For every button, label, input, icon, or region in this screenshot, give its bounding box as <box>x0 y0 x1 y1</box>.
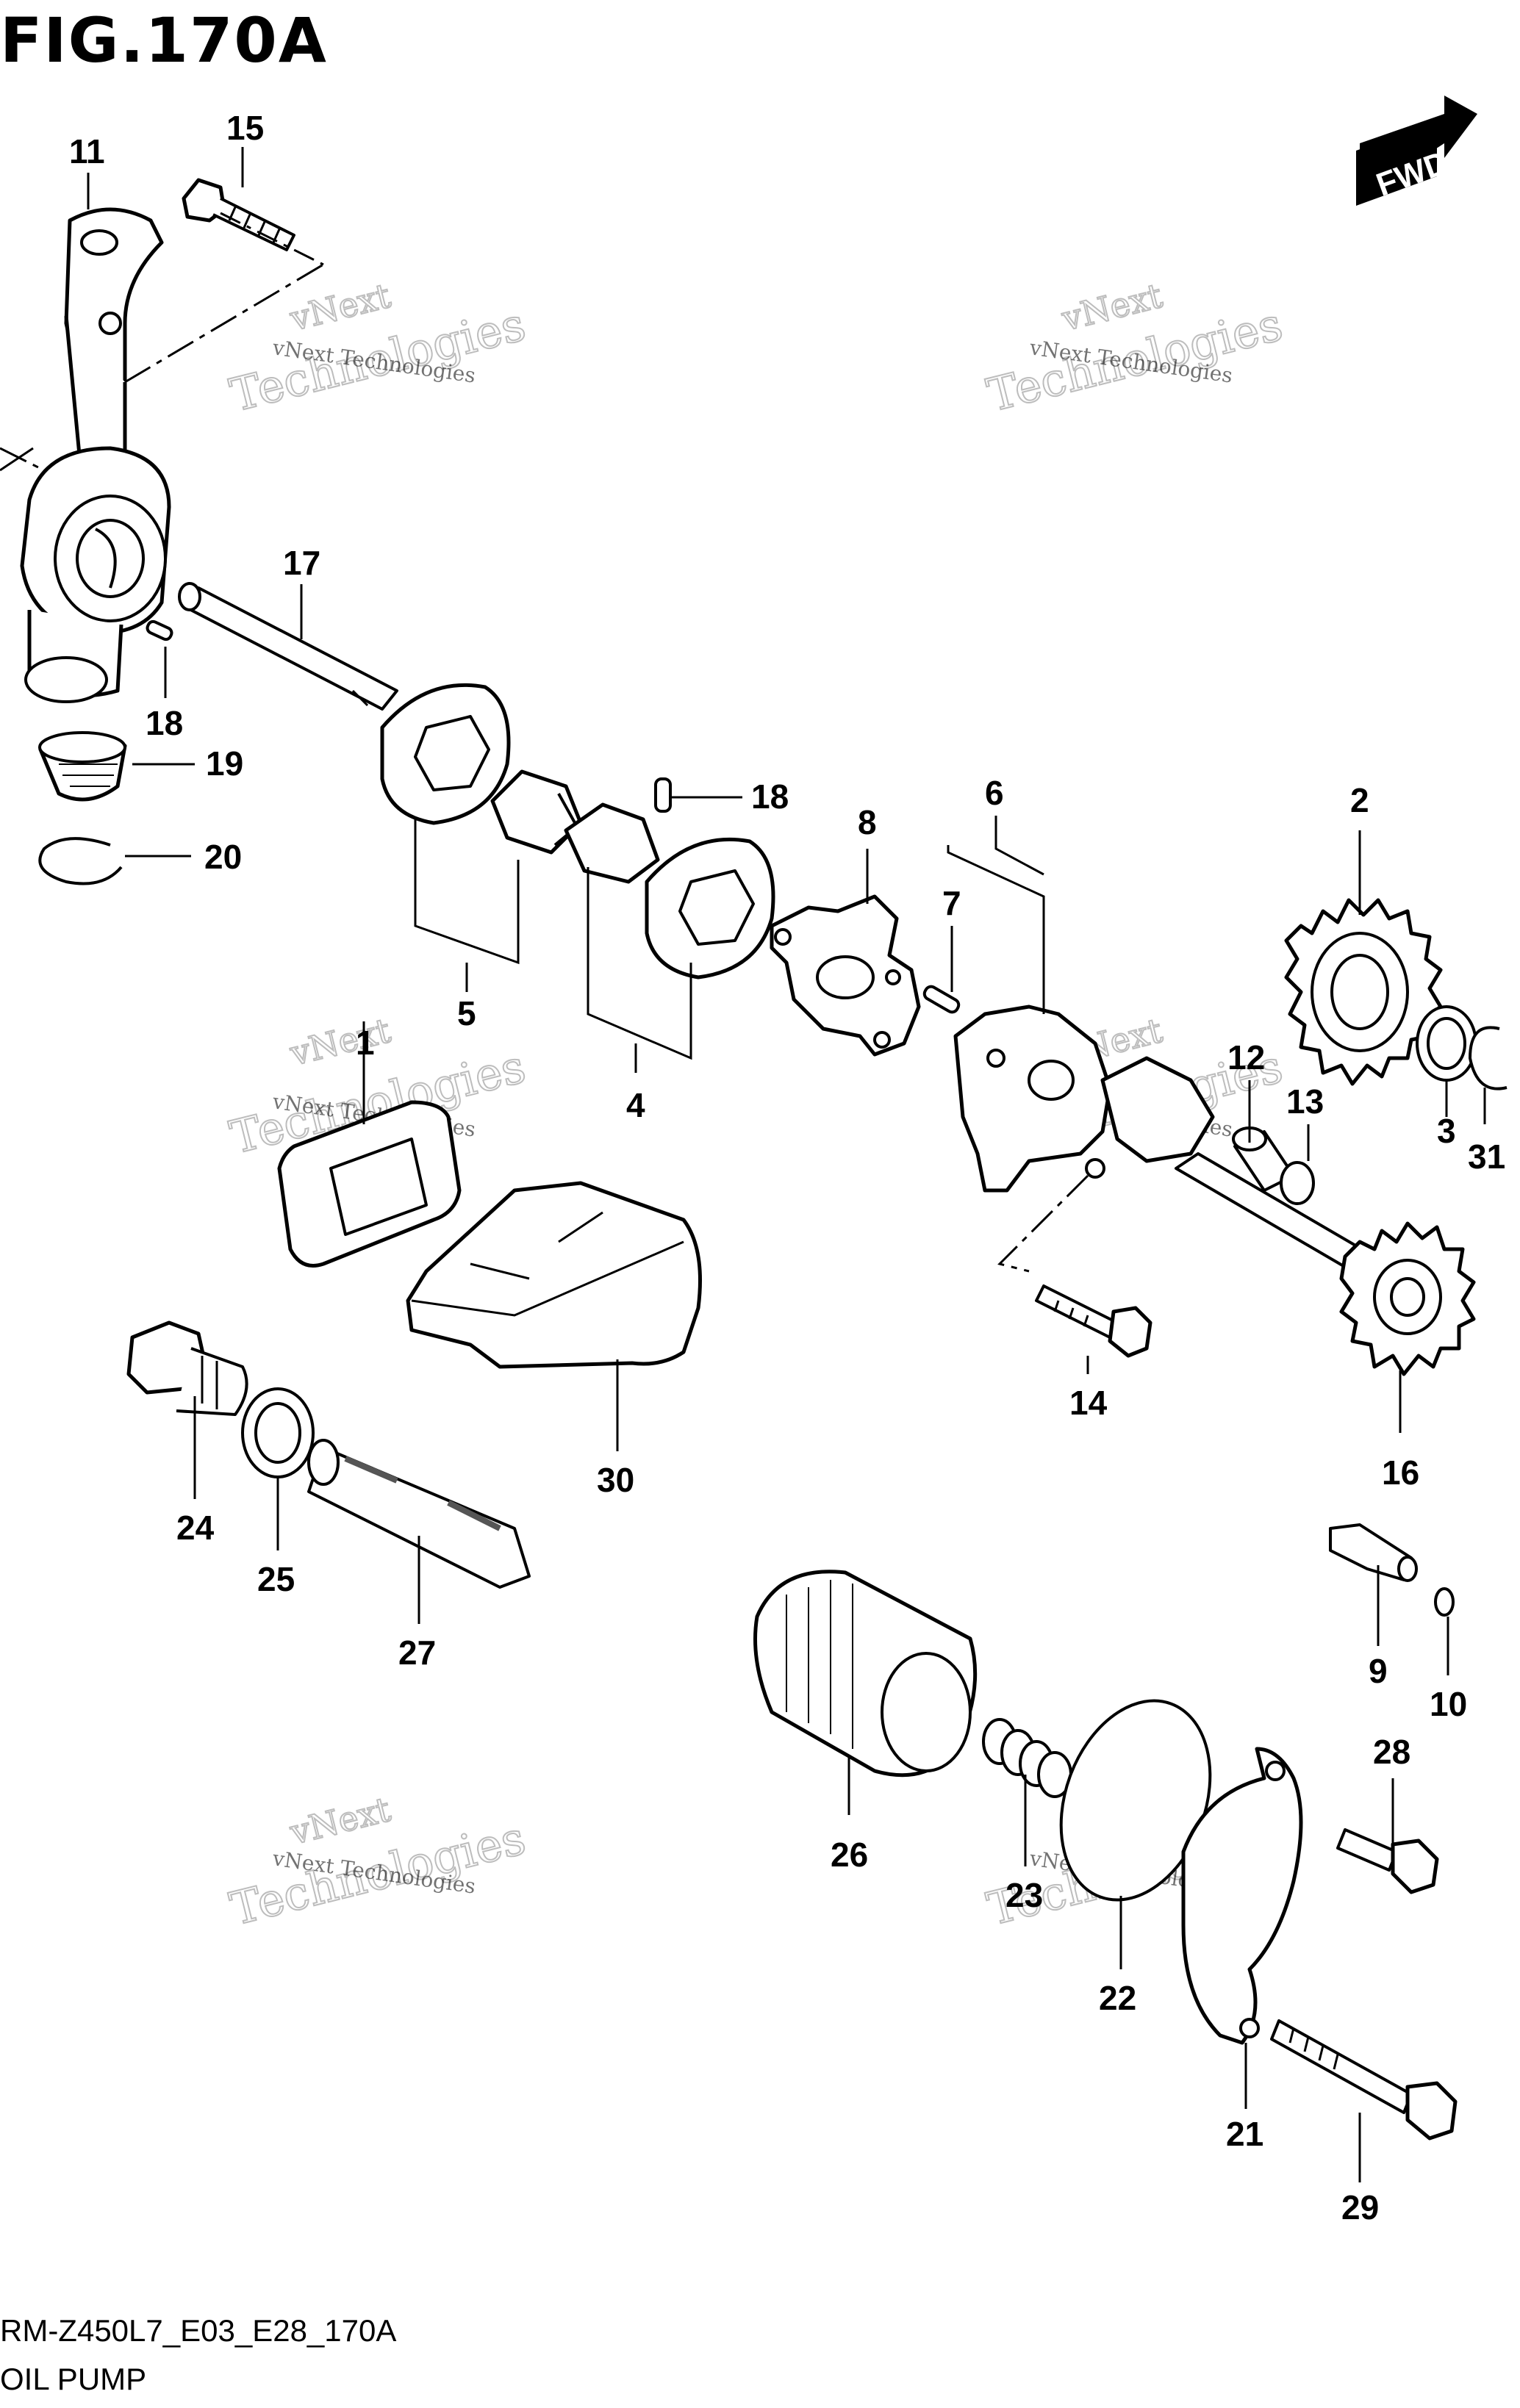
part-15-bolt <box>182 178 295 251</box>
part-29-bolt <box>1270 2019 1458 2141</box>
part-13-o-ring <box>1280 1161 1315 1205</box>
figure-name: OIL PUMP <box>0 2362 147 2396</box>
callout-16: 16 <box>1382 1453 1419 1492</box>
callout-21: 21 <box>1226 2115 1263 2153</box>
callout-3: 3 <box>1437 1112 1456 1150</box>
callout-7: 7 <box>942 884 961 922</box>
part-26-oil-filter <box>753 1570 978 1778</box>
callout-23: 23 <box>1005 1876 1043 1914</box>
part-18-pin-left <box>146 619 173 641</box>
callout-29: 29 <box>1341 2188 1379 2226</box>
part-6-pump-body <box>953 1004 1215 1273</box>
part-24-drain-plug <box>126 1320 248 1416</box>
part-3-washer <box>1416 1005 1477 1082</box>
callout-6: 6 <box>985 774 1004 812</box>
part-8-pump-plate <box>770 894 921 1057</box>
part-19-strainer <box>38 731 127 802</box>
part-5-inner-outer-rotor <box>380 683 583 855</box>
watermark-top-left: vNext Technologies vNext Technologies <box>224 275 531 423</box>
callout-4: 4 <box>626 1086 645 1124</box>
callout-18-right: 18 <box>751 777 789 816</box>
part-18-pin-right <box>654 777 672 813</box>
part-25-gasket-washer <box>241 1387 315 1478</box>
part-16-driven-gear <box>1175 1152 1476 1376</box>
svg-text:vNext: vNext <box>286 1010 395 1074</box>
fwd-direction-badge: FWD <box>1356 96 1477 206</box>
callout-9: 9 <box>1369 1652 1388 1690</box>
callout-8: 8 <box>858 803 877 841</box>
callout-20: 20 <box>204 838 242 876</box>
watermark-bottom-left: vNext Technologies vNext Technologies <box>224 1789 531 1937</box>
callout-2: 2 <box>1350 781 1369 819</box>
callout-19: 19 <box>206 744 243 783</box>
part-21-filter-cap <box>1181 1747 1303 2045</box>
callout-26: 26 <box>831 1836 868 1874</box>
leader-15-dash <box>220 212 324 266</box>
callout-24: 24 <box>176 1509 215 1547</box>
part-28-bolt <box>1336 1828 1439 1894</box>
part-17-shaft <box>178 582 398 711</box>
leader-lines <box>87 147 1486 2182</box>
part-12-bush <box>1232 1126 1295 1192</box>
callout-11: 11 <box>69 132 105 170</box>
callout-5: 5 <box>457 994 476 1032</box>
figure-title: FIG.170A <box>0 4 328 76</box>
part-30-filter-cover <box>406 1181 702 1369</box>
part-1-gasket <box>277 1100 462 1268</box>
svg-text:vNext: vNext <box>286 1789 395 1852</box>
part-23-spring <box>982 1718 1072 1798</box>
part-7-pin <box>922 985 961 1014</box>
part-20-circlip <box>38 837 123 885</box>
part-10-o-ring <box>1434 1587 1455 1617</box>
callout-30: 30 <box>597 1461 634 1499</box>
part-2-drive-gear <box>1284 898 1443 1086</box>
callout-14: 14 <box>1069 1384 1108 1422</box>
callout-22: 22 <box>1099 1979 1136 2017</box>
callout-18-left: 18 <box>146 704 183 742</box>
part-14-bolt <box>1035 1284 1152 1358</box>
part-9-relief-valve <box>1329 1523 1418 1582</box>
callout-1: 1 <box>356 1024 375 1062</box>
callout-25: 25 <box>257 1560 295 1598</box>
watermark-top-right: vNext Technologies vNext Technologies <box>981 275 1288 423</box>
part-11-oil-pipe <box>0 207 324 703</box>
callout-10: 10 <box>1430 1685 1467 1723</box>
svg-text:vNext: vNext <box>286 276 395 339</box>
part-4-inner-outer-rotor <box>564 802 775 980</box>
callout-28: 28 <box>1373 1733 1410 1771</box>
callout-labels: 11 15 17 18 19 20 18 5 4 8 7 6 2 12 13 3… <box>69 109 1505 2226</box>
callout-31: 31 <box>1468 1137 1505 1176</box>
part-31-circlip <box>1469 1026 1508 1090</box>
callout-13: 13 <box>1286 1082 1324 1121</box>
callout-15: 15 <box>226 109 264 147</box>
part-27-oil-screen <box>307 1439 531 1589</box>
figure-code: RM-Z450L7_E03_E28_170A <box>0 2313 397 2348</box>
callout-27: 27 <box>398 1634 436 1672</box>
callout-12: 12 <box>1227 1038 1265 1077</box>
callout-17: 17 <box>283 544 320 582</box>
